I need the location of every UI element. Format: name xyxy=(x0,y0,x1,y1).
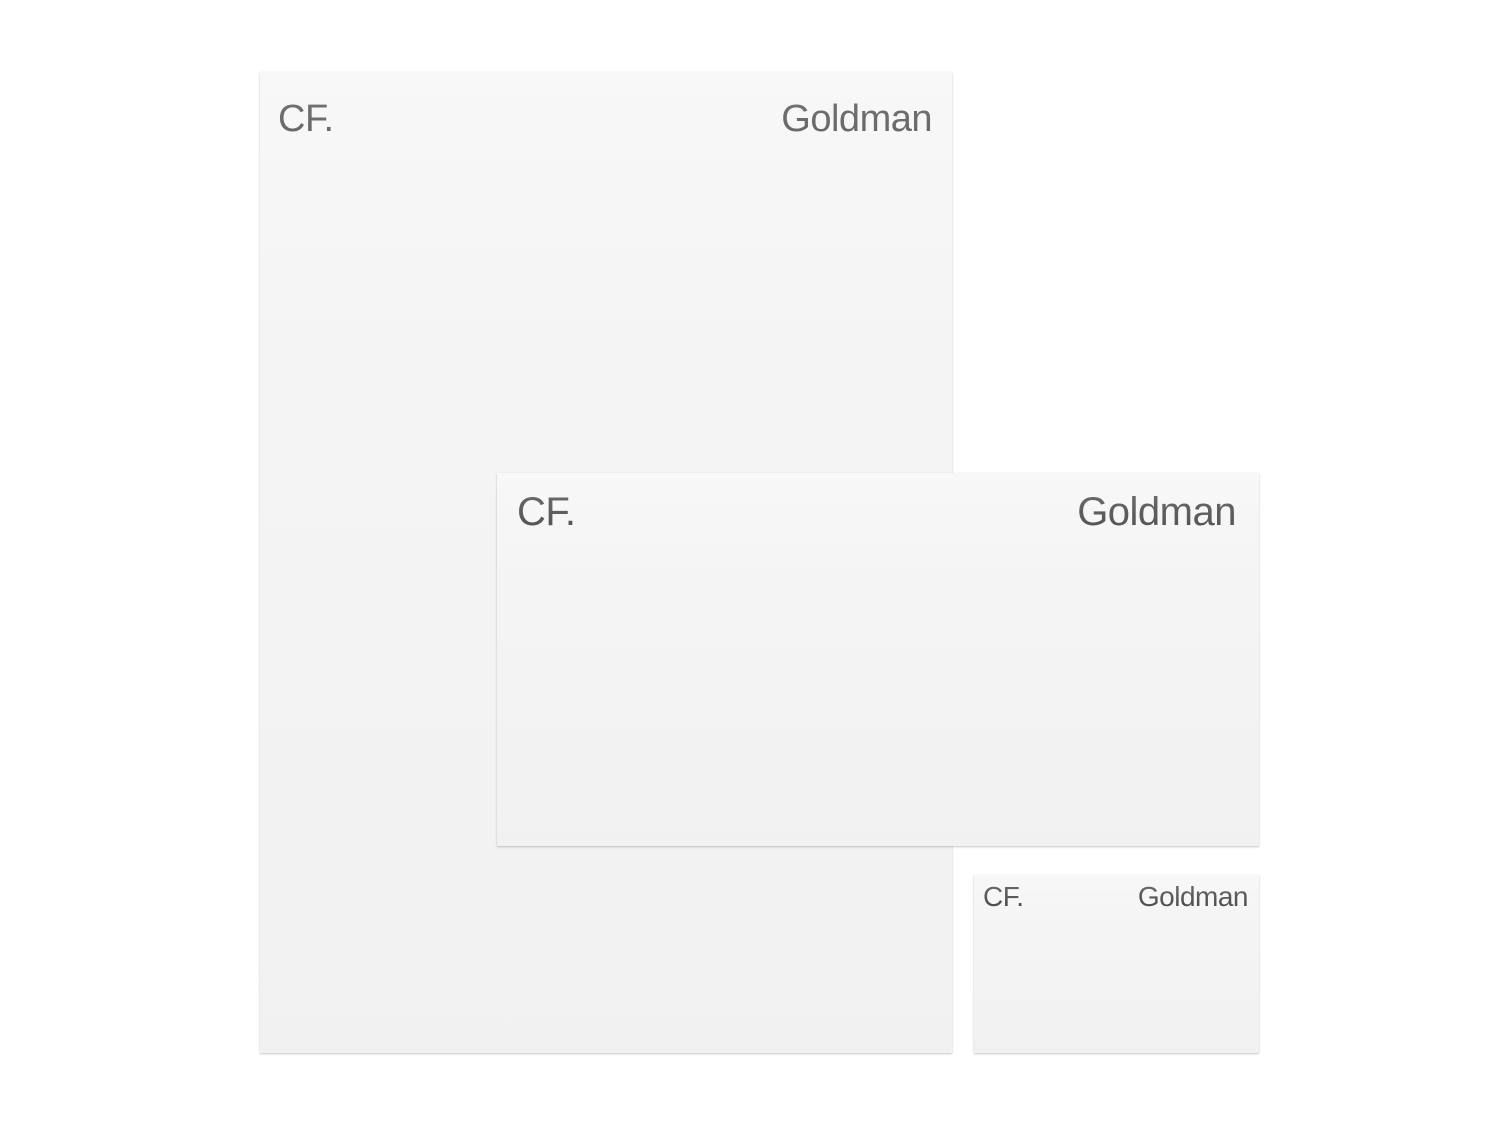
letterhead-wordmark: Goldman xyxy=(781,98,932,140)
envelope-monogram: CF. xyxy=(517,490,576,534)
business-card: CF. Goldman xyxy=(974,875,1259,1053)
envelope-wordmark: Goldman xyxy=(1077,490,1236,534)
card-monogram: CF. xyxy=(983,881,1024,912)
card-wordmark: Goldman xyxy=(1137,881,1249,912)
letterhead-monogram: CF. xyxy=(278,98,334,140)
envelope-sheet: CF. Goldman xyxy=(497,473,1259,846)
